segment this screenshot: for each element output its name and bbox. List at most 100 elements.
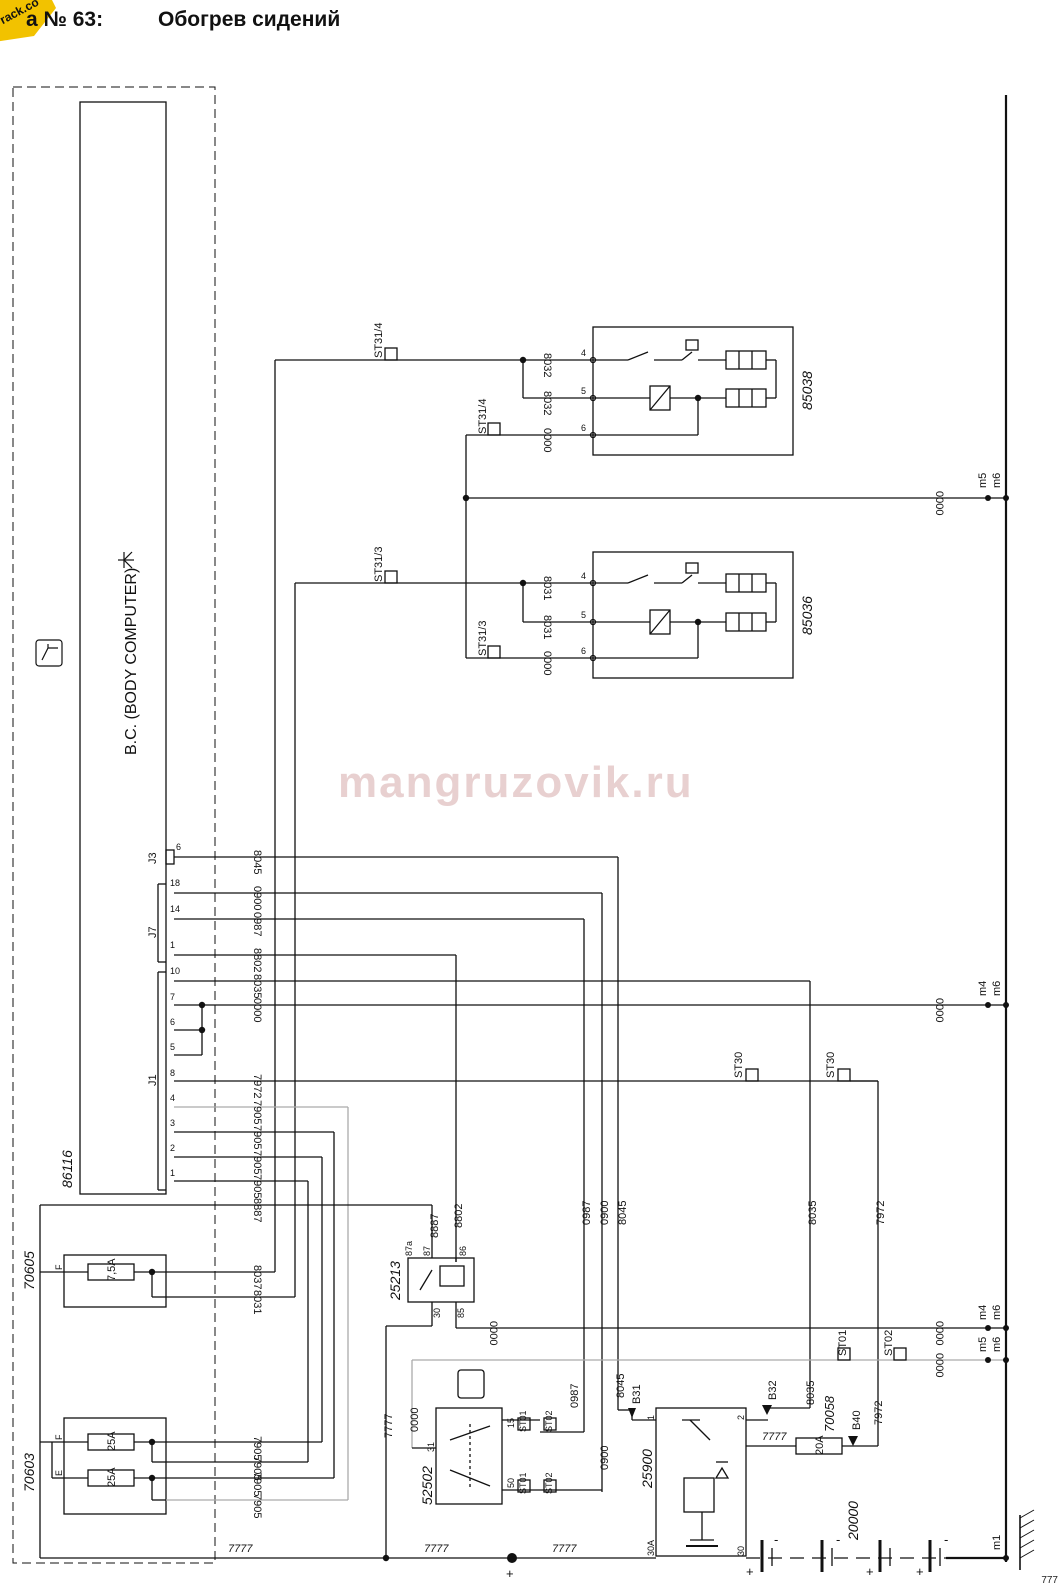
- wire-label: 7777: [762, 1431, 787, 1443]
- module-85038-code: 85038: [799, 371, 815, 410]
- relay-pin: 87a: [404, 1241, 414, 1256]
- fuse-rating-a: 25A: [106, 1431, 118, 1451]
- wire-label: 7777: [552, 1543, 577, 1555]
- wire-label: 0000: [541, 651, 553, 675]
- fuse-pin-e: E: [54, 1470, 64, 1476]
- wire-label: 7905: [251, 1494, 263, 1518]
- pin-number: 2: [170, 1143, 175, 1153]
- pin-number: 6: [176, 842, 181, 852]
- figure-label: а № 63:: [26, 8, 104, 31]
- wire-label: 7972: [875, 1201, 887, 1225]
- pin-number: 4: [170, 1093, 175, 1103]
- pin-number: 5: [581, 386, 586, 396]
- pin-number: 5: [581, 610, 586, 620]
- connector-b40: B40: [851, 1410, 863, 1430]
- connector-st31-3-bottom: ST31/3: [477, 621, 489, 656]
- seat-heater-icon: [35, 639, 63, 667]
- wire-label: 7777: [424, 1543, 449, 1555]
- polarity-minus: -: [774, 1532, 778, 1547]
- main-relay-pin: 1: [646, 1415, 656, 1420]
- wire-label: 7905: [251, 1472, 263, 1496]
- connector-st02-ign: ST02: [544, 1410, 554, 1432]
- fuse-pin-f: F: [54, 1434, 64, 1440]
- wire-label: 8031: [251, 1290, 263, 1314]
- ignition-switch-code: 52502: [419, 1466, 435, 1505]
- wire-label: 8802: [453, 1204, 465, 1228]
- line-fuse-rating: 20A: [814, 1435, 826, 1455]
- connector-st01-ign: ST01: [518, 1472, 528, 1494]
- wire-label: 8035: [251, 974, 263, 998]
- polarity-plus: +: [866, 1564, 874, 1579]
- connector-st02: ST02: [883, 1330, 895, 1356]
- main-relay-pin: 30A: [646, 1540, 656, 1556]
- pin-number: 6: [581, 423, 586, 433]
- wire-label: 0000: [933, 1321, 945, 1345]
- wire-label: 0000: [541, 428, 553, 452]
- wire-label: 0900: [599, 1446, 611, 1470]
- connector-b32: B32: [767, 1380, 779, 1400]
- wire-label: 0000: [933, 491, 945, 515]
- wire-label: 8045: [615, 1374, 627, 1398]
- main-relay-pin: 30: [736, 1546, 746, 1556]
- pin-number: 5: [170, 1042, 175, 1052]
- relay-pin: 30: [432, 1308, 442, 1318]
- wire-label: 0987: [251, 912, 263, 936]
- relay-25213-code: 25213: [387, 1261, 403, 1301]
- wire-label: 7905: [251, 1436, 263, 1460]
- connector-st02-ign: ST02: [544, 1472, 554, 1494]
- fuse-box-70603: [63, 1417, 167, 1515]
- wire-label: 8802: [251, 948, 263, 972]
- wire-label: 0987: [581, 1201, 593, 1225]
- body-computer-code: 86116: [59, 1150, 75, 1188]
- wire-label: 7905: [251, 1150, 263, 1174]
- wire-label: 7777: [228, 1543, 253, 1555]
- connector-st01-ign: ST01: [518, 1410, 528, 1432]
- wire-label: 0900: [599, 1201, 611, 1225]
- pin-number: 6: [581, 646, 586, 656]
- wire-label: 0900: [251, 886, 263, 910]
- pin-number: 3: [170, 1118, 175, 1128]
- ground-m5: m5: [977, 473, 989, 488]
- connector-st31-4-bottom: ST31/4: [477, 399, 489, 434]
- polarity-plus: +: [916, 1564, 924, 1579]
- wire-label: 8887: [429, 1214, 441, 1238]
- watermark: mangruzovik.ru: [338, 758, 694, 807]
- ground-m6: m6: [991, 981, 1003, 996]
- ground-m5: m5: [977, 1337, 989, 1352]
- wire-label: 0000: [409, 1408, 421, 1432]
- relay-pin: 85: [456, 1308, 466, 1318]
- wire-label: 8035: [807, 1201, 819, 1225]
- wire-label: 8031: [541, 615, 553, 639]
- pin-number: 1: [170, 1168, 175, 1178]
- main-relay-pin: 2: [736, 1415, 746, 1420]
- fuse-pin-f-top: F: [54, 1264, 64, 1270]
- logo-badge: rack.co: [0, 0, 56, 42]
- connector-st01: ST01: [837, 1330, 849, 1356]
- pin-number: 4: [581, 348, 586, 358]
- page-title: Обогрев сидений: [158, 8, 341, 31]
- ignition-switch-52502: [435, 1407, 503, 1505]
- wire-label: 8031: [541, 576, 553, 600]
- fuse-box-70605: [63, 1254, 167, 1308]
- module-85036-code: 85036: [799, 596, 815, 635]
- ground-m6: m6: [991, 1305, 1003, 1320]
- main-relay-25900: [655, 1407, 747, 1557]
- wire-label: 8032: [541, 391, 553, 415]
- battery-code: 20000: [845, 1501, 861, 1541]
- pin-number: 10: [170, 966, 180, 976]
- pin-number: 8: [170, 1068, 175, 1078]
- connector-b31: B31: [631, 1384, 643, 1404]
- ground-m1: m1: [991, 1535, 1003, 1550]
- wire-label: 7905: [251, 1100, 263, 1124]
- pin-number: 18: [170, 878, 180, 888]
- connector-j3: J3: [147, 852, 159, 864]
- transistor-icon: [118, 551, 134, 569]
- ground-m4: m4: [977, 1305, 989, 1320]
- ignition-pin: 15: [506, 1418, 516, 1428]
- pin-number: 4: [581, 571, 586, 581]
- connector-st30-a: ST30: [733, 1052, 745, 1078]
- pin-number: 6: [170, 1017, 175, 1027]
- pin-number: 14: [170, 904, 180, 914]
- wire-label: 7972: [251, 1074, 263, 1098]
